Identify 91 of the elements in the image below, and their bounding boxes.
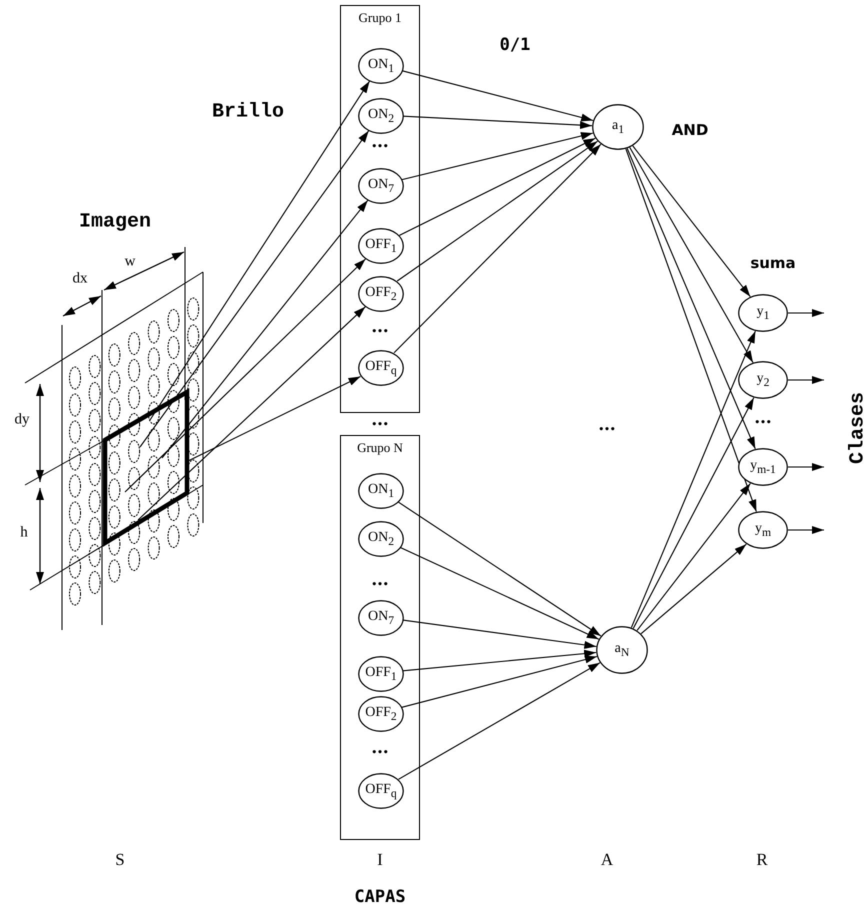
- arrow: [140, 130, 370, 448]
- neuron-label: a$_{1}$: [612, 118, 624, 136]
- arrow: [402, 70, 594, 122]
- layer-letter: A: [600, 850, 614, 870]
- arrow: [399, 138, 596, 236]
- neuron-label: y$_{1}$: [756, 304, 770, 322]
- arrow: [402, 620, 596, 649]
- neuron-label: OFF$_{q}$: [365, 360, 397, 376]
- dimension-label: dy: [14, 412, 30, 428]
- ellipsis: •••: [598, 425, 616, 435]
- arrow: [162, 200, 368, 458]
- axis-title: CAPAS: [354, 887, 406, 907]
- neuron-label: y$_{m-1}$: [750, 458, 776, 476]
- arrow: [625, 148, 757, 512]
- group-title: Grupo N: [356, 440, 404, 456]
- group-box: [340, 5, 420, 413]
- arrow: [396, 140, 598, 282]
- arrow: [630, 330, 756, 628]
- neuron-node: [596, 626, 648, 674]
- ellipsis: •••: [371, 142, 389, 152]
- ellipsis: •••: [754, 418, 772, 428]
- neuron-label: OFF$_{1}$: [365, 666, 397, 682]
- neuron-label: ON$_{1}$: [368, 58, 394, 74]
- neuron-node: [358, 168, 404, 204]
- neuron-label: ON$_{1}$: [368, 482, 394, 500]
- layer-label: suma: [750, 254, 796, 272]
- dimension-label: w: [124, 254, 136, 270]
- neuron-label: y$_{m}$: [754, 522, 772, 538]
- group-title: Grupo 1: [358, 10, 402, 26]
- neuron-node: [592, 104, 644, 150]
- arrow: [400, 546, 600, 640]
- arrow: [138, 306, 366, 520]
- neuron-node: [358, 98, 404, 134]
- layer-label: AND: [672, 121, 708, 139]
- ellipsis: •••: [371, 327, 389, 337]
- output-label: Clases: [846, 392, 868, 464]
- neuron-node: [358, 350, 404, 386]
- arrow: [124, 258, 366, 492]
- arrow: [402, 650, 596, 672]
- neuron-node: [358, 521, 404, 557]
- neuron-node: [358, 600, 404, 636]
- arrow: [397, 501, 602, 636]
- neuron-label: OFF$_{q}$: [365, 782, 397, 800]
- ellipsis: •••: [371, 580, 389, 590]
- arrow: [636, 483, 751, 631]
- arrow: [402, 656, 598, 708]
- neuron-node: [738, 361, 788, 399]
- layer-letter: R: [756, 850, 768, 870]
- layer-letter: I: [377, 850, 383, 870]
- layer-label: Brillo: [212, 100, 284, 124]
- neuron-node: [358, 48, 404, 84]
- neuron-label: ON$_{7}$: [368, 610, 394, 626]
- arrow: [788, 309, 824, 317]
- arrow: [632, 397, 754, 629]
- neuron-label: OFF$_{2}$: [365, 286, 397, 302]
- arrow: [788, 526, 824, 534]
- layer-letter: S: [115, 850, 125, 870]
- arrow: [640, 544, 747, 634]
- neuron-label: OFF$_{1}$: [365, 238, 397, 254]
- arrow: [626, 148, 756, 450]
- arrow: [788, 376, 824, 384]
- dimension-label: dx: [72, 270, 88, 288]
- neuron-node: [738, 511, 788, 549]
- arrow: [788, 463, 824, 471]
- neuron-label: OFF$_{2}$: [365, 706, 397, 722]
- neuron-label: ON$_{2}$: [368, 530, 394, 548]
- neuron-node: [358, 473, 404, 509]
- dimension-label: h: [20, 524, 28, 542]
- arrow: [394, 144, 602, 354]
- layer-label: 0/1: [500, 35, 530, 55]
- ellipsis: •••: [371, 420, 389, 430]
- neuron-label: a$_{N}$: [614, 642, 630, 658]
- ellipsis: •••: [371, 748, 389, 758]
- neuron-label: ON$_{7}$: [368, 178, 394, 194]
- neuron-node: [738, 448, 788, 486]
- neuron-node: [358, 228, 404, 264]
- neuron-node: [358, 773, 404, 809]
- arrow: [402, 116, 592, 130]
- neuron-node: [358, 276, 404, 312]
- arrow: [629, 147, 754, 363]
- arrow: [632, 146, 751, 298]
- arrow: [402, 132, 594, 180]
- neuron-label: y$_{2}$: [756, 372, 770, 388]
- neuron-node: [358, 696, 404, 732]
- neuron-node: [738, 294, 788, 332]
- arrow: [150, 80, 370, 420]
- neuron-label: ON$_{2}$: [368, 108, 394, 124]
- neuron-node: [358, 656, 404, 692]
- image-label: Imagen: [79, 210, 151, 234]
- arrow: [398, 662, 600, 780]
- group-box: [340, 435, 420, 840]
